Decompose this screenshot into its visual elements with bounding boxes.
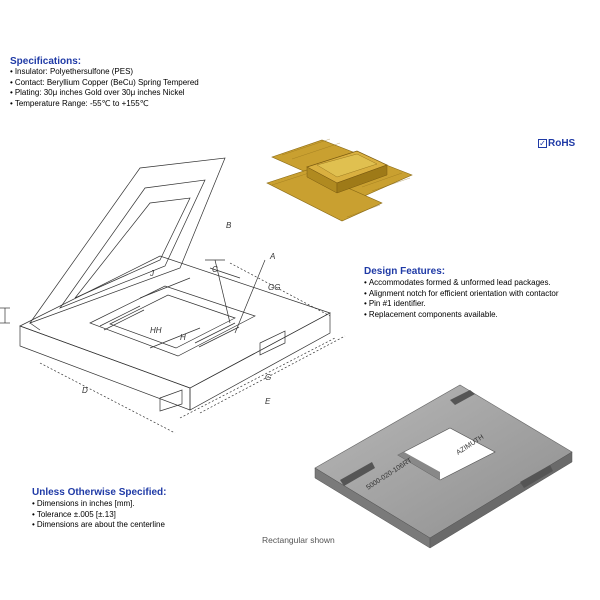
design-item-leads: Accommodates formed & unformed lead pack… xyxy=(364,278,559,289)
dim-label-e: E xyxy=(265,397,271,406)
unless-item-centerline: Dimensions are about the centerline xyxy=(32,520,165,531)
dim-label-gg: GG xyxy=(268,283,280,292)
unless-specified-heading: Unless Otherwise Specified: xyxy=(32,487,167,498)
checkbox-icon: ✓ xyxy=(538,138,547,148)
design-item-pin1: Pin #1 identifier. xyxy=(364,299,559,310)
design-features-heading: Design Features: xyxy=(364,266,446,277)
rohs-label: RoHS xyxy=(548,138,576,149)
dim-label-a: A xyxy=(269,252,275,261)
spec-item-plating: Plating: 30μ inches Gold over 30μ inches… xyxy=(10,88,199,99)
specifications-list: Insulator: Polyethersulfone (PES) Contac… xyxy=(10,67,199,109)
dim-label-g: G xyxy=(265,373,271,382)
spec-item-insulator: Insulator: Polyethersulfone (PES) xyxy=(10,67,199,78)
dim-label-j: J xyxy=(149,269,155,278)
spec-item-contact: Contact: Beryllium Copper (BeCu) Spring … xyxy=(10,78,199,89)
dim-label-d: D xyxy=(82,386,88,395)
design-item-replacement: Replacement components available. xyxy=(364,310,559,321)
dim-label-b: B xyxy=(226,221,232,230)
socket-product-render: AZIMUTH 5000-020-106RT xyxy=(314,384,573,549)
dim-label-hh: HH xyxy=(150,326,162,335)
unless-item-tolerance: Tolerance ±.005 [±.13] xyxy=(32,510,165,521)
image-caption: Rectangular shown xyxy=(262,535,335,545)
unless-item-units: Dimensions in inches [mm]. xyxy=(32,499,165,510)
design-features-list: Accommodates formed & unformed lead pack… xyxy=(364,278,559,320)
dim-label-h: H xyxy=(180,333,186,342)
rohs-badge: ✓ RoHS xyxy=(538,138,575,149)
spec-item-temperature: Temperature Range: -55℃ to +155℃ xyxy=(10,99,199,110)
specifications-heading: Specifications: xyxy=(10,56,82,67)
unless-specified-list: Dimensions in inches [mm]. Tolerance ±.0… xyxy=(32,499,165,531)
socket-technical-drawing: B A C GG J HH H D G E xyxy=(0,157,346,434)
design-item-notch: Alignment notch for efficient orientatio… xyxy=(364,289,559,300)
gold-contact-illustration xyxy=(266,138,413,222)
dim-label-c: C xyxy=(212,265,218,274)
